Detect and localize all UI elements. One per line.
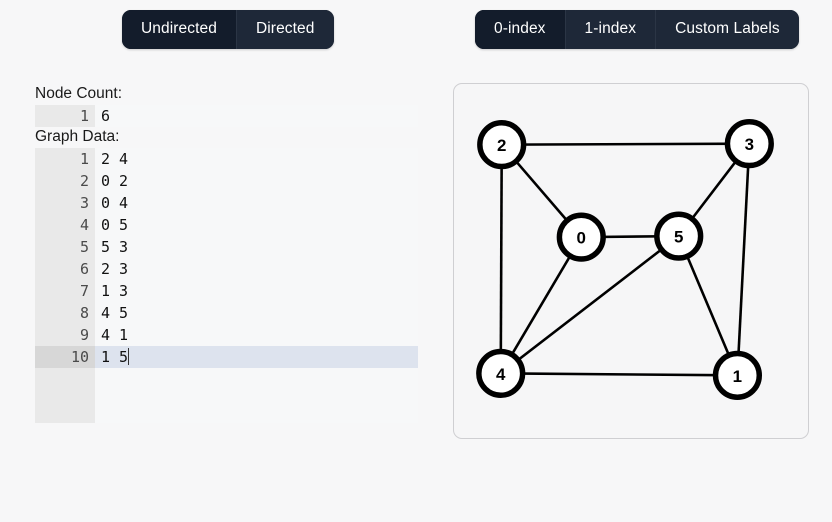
graph-node-label: 4 — [496, 365, 506, 384]
line-number: 4 — [35, 214, 95, 236]
edge-entry[interactable]: 0 2 — [101, 172, 129, 190]
empty-text-area[interactable] — [95, 368, 418, 423]
code-line[interactable]: 2 0 2 — [35, 170, 418, 192]
graph-node[interactable]: 2 — [477, 120, 527, 170]
line-number: 1 — [35, 148, 95, 170]
graph-node-label: 2 — [497, 136, 506, 155]
graph-edge — [736, 143, 751, 376]
edge-entry[interactable]: 0 5 — [101, 216, 129, 234]
edge-entry[interactable]: 1 5 — [95, 346, 418, 368]
index-mode-toggle[interactable]: 0-index 1-index Custom Labels — [475, 10, 799, 49]
line-number: 5 — [35, 236, 95, 258]
line-number: 2 — [35, 170, 95, 192]
graph-node[interactable]: 5 — [654, 211, 704, 261]
node-layer: 2 3 0 5 4 1 — [476, 119, 774, 400]
code-line[interactable]: 3 0 4 — [35, 192, 418, 214]
graph-node-circle[interactable] — [477, 120, 527, 170]
code-line[interactable]: 1 2 4 — [35, 148, 418, 170]
edge-entry[interactable]: 4 1 — [101, 326, 129, 344]
node-count-label: Node Count: — [35, 85, 123, 102]
gutter-filler — [35, 368, 95, 423]
edge-layer — [499, 142, 751, 377]
graph-node[interactable]: 4 — [476, 348, 526, 398]
node-count-input[interactable]: 1 6 — [35, 105, 418, 127]
code-line[interactable]: 9 4 1 — [35, 324, 418, 346]
node-count-value[interactable]: 6 — [101, 107, 111, 125]
edge-entry[interactable]: 2 3 — [101, 260, 129, 278]
graph-type-toggle[interactable]: Undirected Directed — [122, 10, 334, 49]
graph-data-label: Graph Data: — [35, 128, 120, 145]
edge-entry[interactable]: 5 3 — [101, 238, 129, 256]
graph-node-label: 3 — [745, 135, 754, 154]
graph-node-circle[interactable] — [654, 211, 704, 261]
line-number: 8 — [35, 302, 95, 324]
text-caret — [128, 348, 130, 365]
line-number: 3 — [35, 192, 95, 214]
graph-node-circle[interactable] — [476, 348, 526, 398]
graph-node-label: 1 — [733, 367, 742, 386]
edge-entry[interactable]: 1 3 — [101, 282, 129, 300]
edge-entry[interactable]: 4 5 — [101, 304, 129, 322]
code-line: 1 6 — [35, 105, 418, 127]
toggle-option-1-index[interactable]: 1-index — [564, 10, 656, 49]
graph-visualization-panel[interactable]: 2 3 0 5 4 1 — [453, 83, 809, 439]
code-line[interactable]: 5 5 3 — [35, 236, 418, 258]
edge-entry[interactable]: 2 4 — [101, 150, 129, 168]
editor-pane: Node Count: 1 6 Graph Data: 1 2 4 2 0 2 3 0 4… — [35, 84, 418, 423]
graph-edge — [677, 235, 739, 376]
graph-edge — [499, 236, 583, 375]
code-line[interactable]: 7 1 3 — [35, 280, 418, 302]
graph-node-circle[interactable] — [724, 119, 774, 169]
graph-edge — [500, 372, 738, 377]
code-line[interactable]: 6 2 3 — [35, 258, 418, 280]
line-number: 9 — [35, 324, 95, 346]
toggle-option-custom-labels[interactable]: Custom Labels — [655, 10, 799, 49]
code-line[interactable]: 4 0 5 — [35, 214, 418, 236]
graph-edge — [499, 235, 680, 375]
graph-node-label: 5 — [674, 228, 683, 247]
toggle-option-0-index[interactable]: 0-index — [475, 10, 565, 49]
line-number: 10 — [35, 346, 95, 368]
line-number: 1 — [35, 105, 95, 127]
graph-canvas[interactable]: 2 3 0 5 4 1 — [454, 84, 808, 438]
editor-empty-area[interactable] — [35, 368, 418, 423]
graph-node-circle[interactable] — [556, 212, 606, 262]
graph-node[interactable]: 0 — [556, 212, 606, 262]
graph-node-circle[interactable] — [712, 350, 763, 400]
graph-edge — [499, 144, 504, 374]
line-number: 6 — [35, 258, 95, 280]
edge-entry[interactable]: 0 4 — [101, 194, 129, 212]
toggle-option-undirected[interactable]: Undirected — [122, 10, 236, 49]
graph-edge — [501, 142, 750, 146]
graph-node[interactable]: 1 — [712, 350, 763, 400]
graph-node[interactable]: 3 — [724, 119, 774, 169]
graph-node-label: 0 — [577, 229, 586, 248]
toggle-option-directed[interactable]: Directed — [235, 10, 334, 49]
line-number: 7 — [35, 280, 95, 302]
code-line[interactable]: 8 4 5 — [35, 302, 418, 324]
